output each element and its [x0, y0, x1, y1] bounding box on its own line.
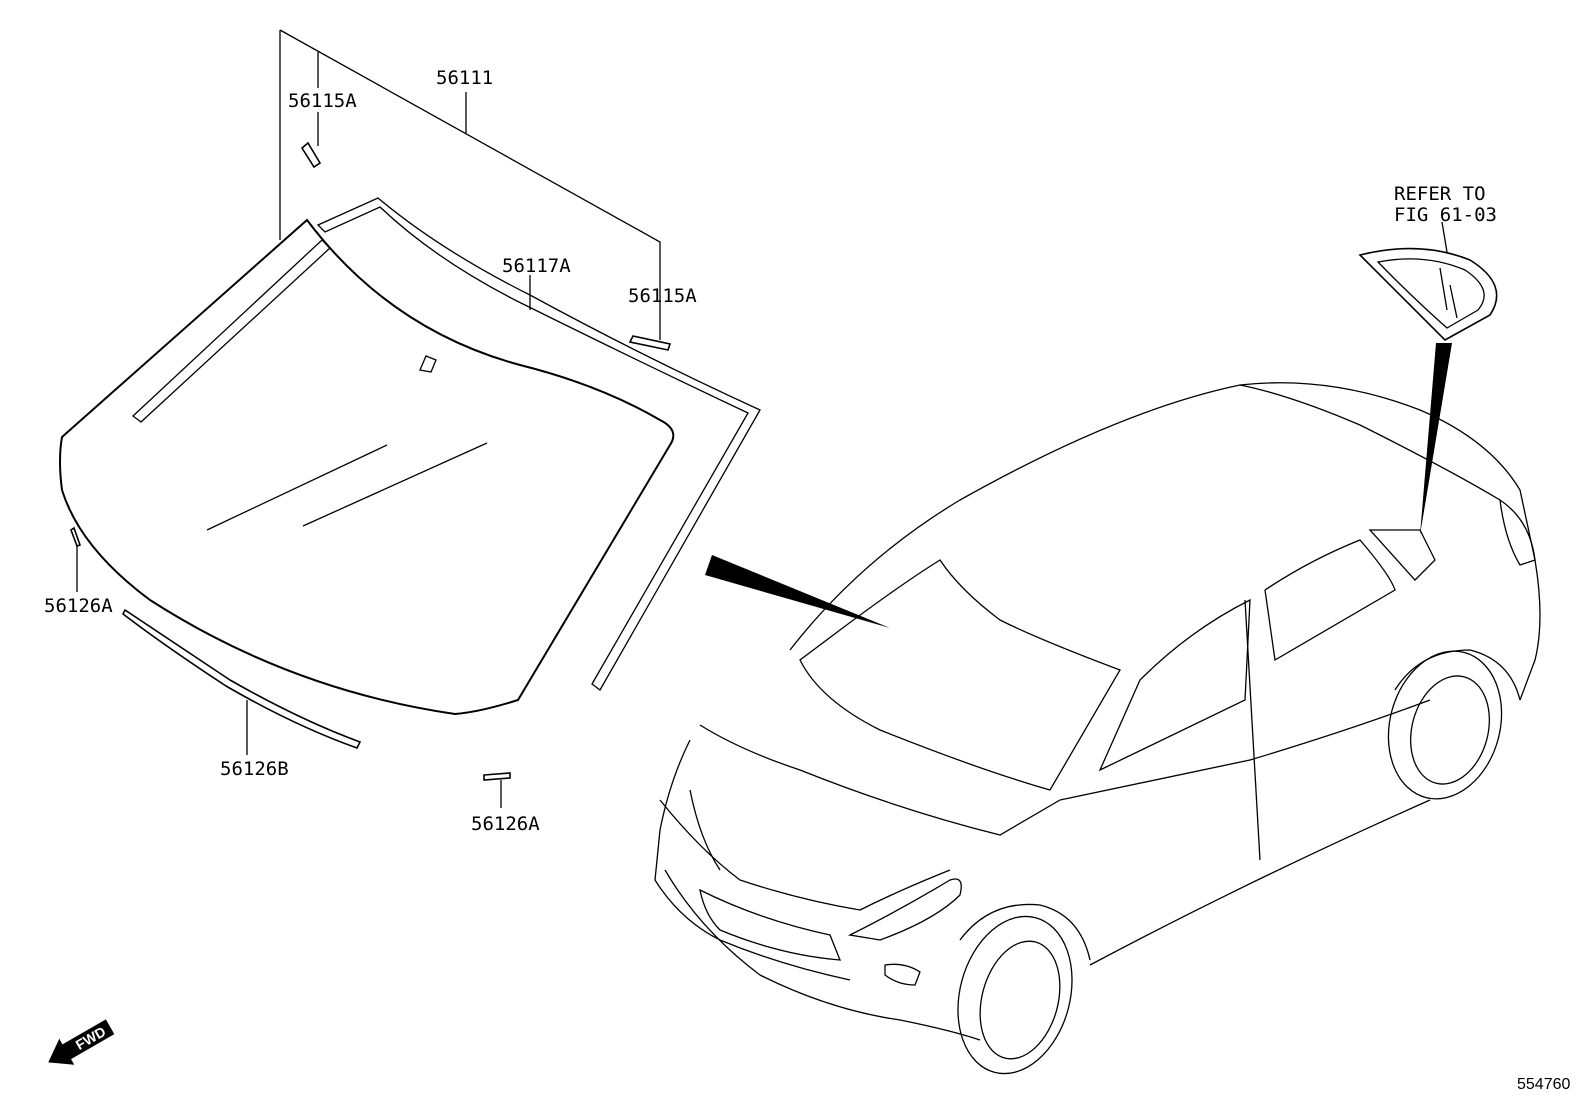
refer-to-line2: FIG 61-03 [1394, 204, 1497, 226]
label-spacer-lower: 56126B [220, 758, 289, 780]
figure-number: 554760 [1517, 1076, 1570, 1093]
label-spacer-left: 56126A [44, 595, 113, 617]
refer-to-line1: REFER TO [1394, 183, 1486, 205]
moulding-outside[interactable] [316, 197, 761, 691]
windshield-glass[interactable] [59, 218, 675, 716]
spacer-bottom[interactable] [483, 772, 511, 781]
pointer-arrows [705, 343, 1452, 628]
label-windshield-glass: 56111 [436, 67, 493, 89]
vehicle-outline [654, 382, 1541, 1075]
label-moulding-outside: 56117A [502, 255, 571, 277]
label-spacer-bottom: 56126A [471, 813, 540, 835]
forward-arrow-icon: FWD [48, 1019, 115, 1065]
spacer-lower[interactable] [121, 608, 362, 749]
label-clip-upper-right: 56115A [628, 285, 697, 307]
quarter-window[interactable] [1358, 247, 1498, 341]
leader-lines [76, 29, 1449, 808]
label-clip-upper-left: 56115A [288, 90, 357, 112]
clip-upper-right[interactable] [628, 335, 672, 351]
clip-upper-left[interactable] [300, 141, 322, 169]
spacer-left[interactable] [70, 526, 82, 548]
